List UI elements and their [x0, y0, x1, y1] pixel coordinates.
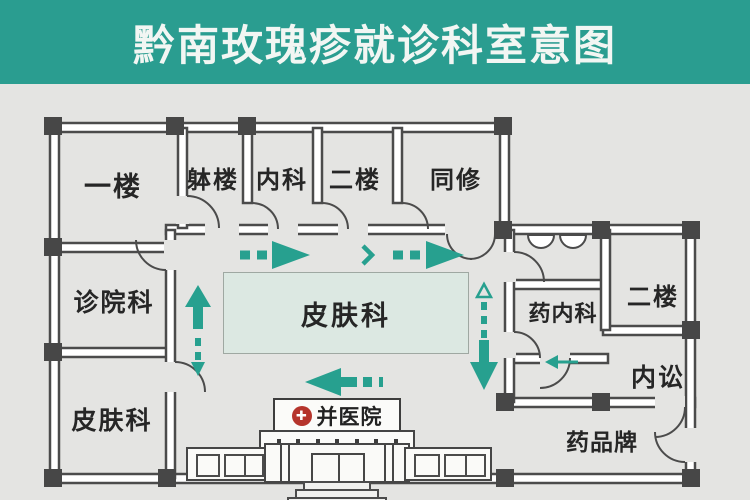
arrow-bottom-left	[305, 368, 383, 396]
room-label-drug-store: 药品牌	[566, 429, 638, 455]
window	[414, 454, 440, 477]
arrow-pharmacy-left	[545, 355, 578, 369]
room-label-second-floor-top: 二楼	[329, 167, 381, 194]
room-label-nei-song: 内讼	[630, 364, 685, 392]
page-title: 黔南玫瑰疹就诊科室意图	[132, 21, 617, 69]
room-label-dermatology-center: 皮肤科	[301, 300, 391, 331]
room-label-internal-medicine: 内科	[256, 167, 308, 194]
window	[196, 454, 220, 477]
room-label-clinic-dept: 诊院科	[73, 289, 155, 317]
arrow-right-vertical	[470, 281, 498, 390]
toilet-fixtures	[526, 234, 588, 249]
arrow-top-left-right	[240, 241, 310, 269]
entrance-step	[287, 497, 387, 500]
title-banner: 黔南玫瑰疹就诊科室意图	[0, 0, 750, 84]
dermatology-highlight-box: 皮肤科	[223, 272, 469, 354]
room-label-first-floor: 一楼	[84, 172, 142, 202]
facade-left-wing	[186, 447, 270, 481]
window	[444, 454, 486, 477]
window	[224, 454, 264, 477]
arrow-left-vertical	[185, 285, 211, 376]
arrow-chevron-right	[361, 244, 376, 266]
room-label-pharmacy-internal: 药内科	[528, 301, 598, 326]
room-label-ti-lou: 躰楼	[187, 167, 239, 194]
door-gaps	[164, 196, 697, 462]
red-cross-icon: ✚	[291, 406, 312, 426]
room-label-second-floor-right: 二楼	[627, 284, 679, 311]
facade-entrance-bay	[264, 443, 410, 483]
room-label-tong-xiu: 同修	[430, 167, 482, 194]
pilaster	[280, 445, 290, 481]
room-label-dermatology-left: 皮肤科	[71, 407, 153, 435]
flow-arrows	[185, 241, 578, 396]
columns	[44, 117, 700, 487]
entrance-door	[311, 453, 365, 483]
arrow-top-right-right	[393, 241, 464, 269]
facade-right-wing	[404, 447, 492, 481]
pilaster	[384, 445, 394, 481]
hospital-sign-label: 并医院	[316, 406, 383, 429]
door-arcs	[135, 195, 686, 463]
hospital-sign: ✚ 并医院	[273, 398, 401, 434]
